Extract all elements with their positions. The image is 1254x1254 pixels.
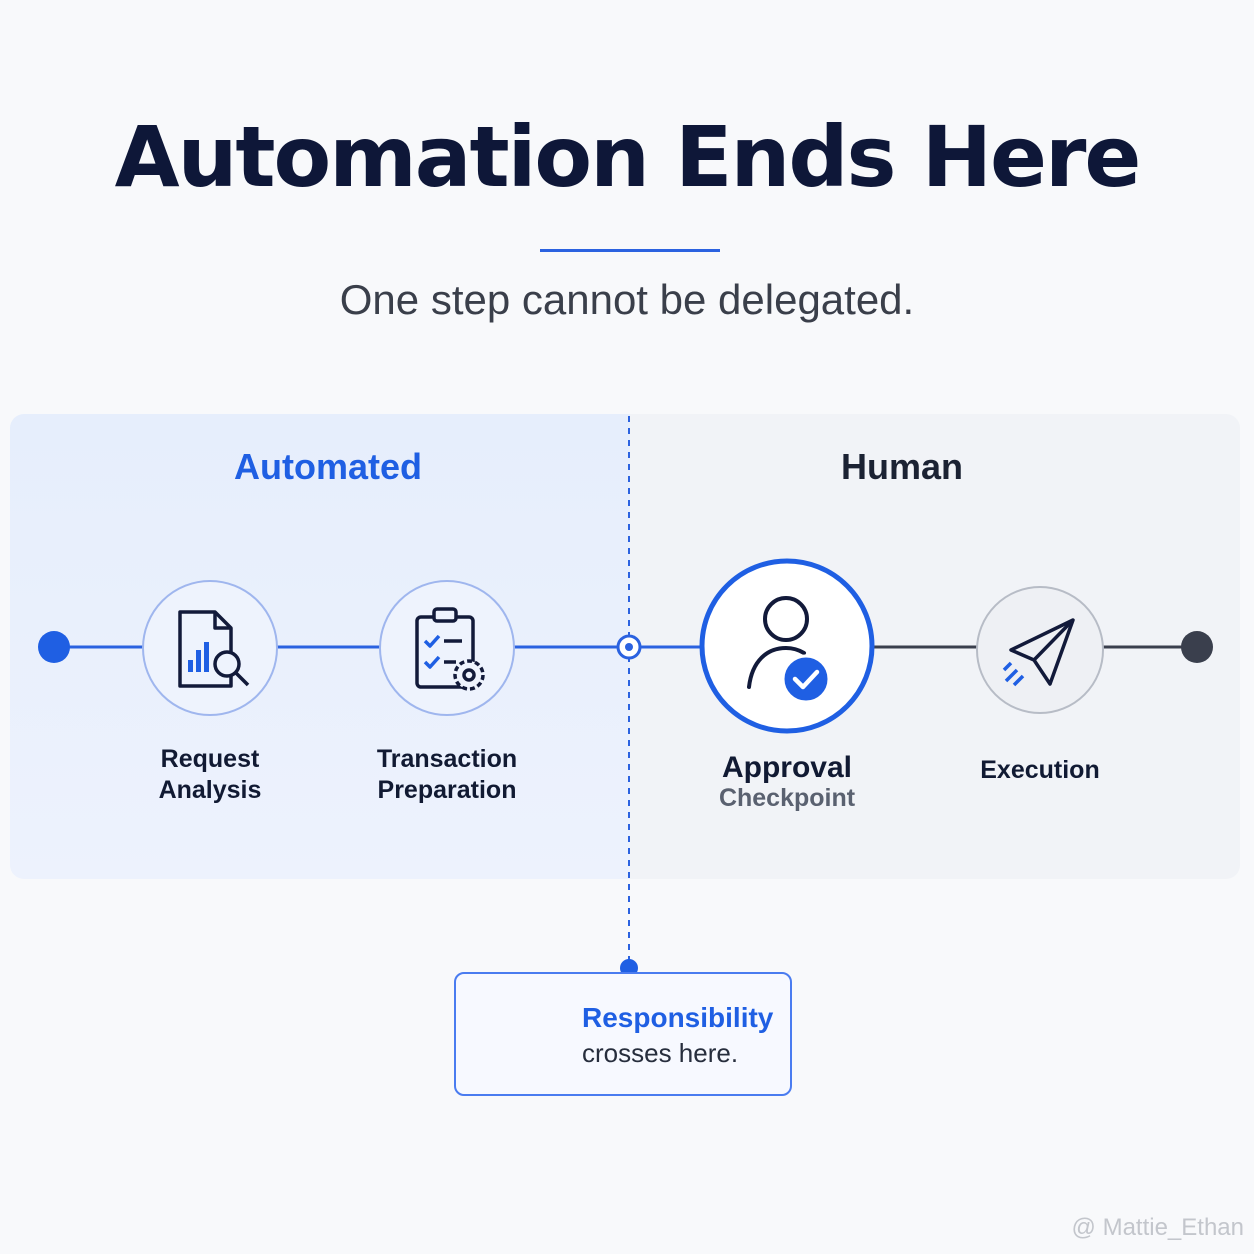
start-node: [38, 631, 70, 663]
step-label-line: Analysis: [158, 776, 262, 804]
end-node: [1181, 631, 1213, 663]
automated-heading: Automated: [234, 446, 422, 487]
step-request-analysis-node: [142, 580, 278, 716]
step-label-line: Request: [160, 745, 260, 773]
step-label-request-analysis: Request Analysis: [110, 744, 310, 806]
page-title: Automation Ends Here: [114, 108, 1142, 206]
document-chart-search-icon: [178, 610, 250, 688]
step-label-line: Transaction: [376, 745, 518, 773]
step-label-transaction-preparation: Transaction Preparation: [337, 744, 557, 806]
step-approval-checkpoint-node: [699, 558, 875, 734]
step-execution-node: [976, 586, 1104, 714]
callout-title: Responsibility: [582, 1002, 774, 1033]
responsibility-callout: [454, 972, 792, 1096]
step-transaction-preparation-node: [379, 580, 515, 716]
person-check-icon: [747, 596, 831, 704]
paper-plane-icon: [1002, 618, 1075, 687]
step-label-execution: Execution: [940, 755, 1140, 786]
title-underline: [540, 249, 720, 252]
step-label-line: Preparation: [377, 776, 517, 804]
approval-subtitle: Checkpoint: [718, 784, 856, 812]
step-label-line: Execution: [980, 756, 1100, 784]
callout-text: crosses here.: [582, 1038, 739, 1068]
step-label-approval-checkpoint: Approval Checkpoint: [677, 752, 897, 814]
clipboard-checklist-gear-icon: [415, 607, 485, 691]
human-heading: Human: [840, 446, 963, 487]
approval-title: Approval: [721, 751, 853, 784]
page-subtitle: One step cannot be delegated.: [339, 276, 915, 323]
watermark: @ Mattie_Ethan: [1071, 1214, 1244, 1241]
handoff-junction: [616, 634, 642, 660]
